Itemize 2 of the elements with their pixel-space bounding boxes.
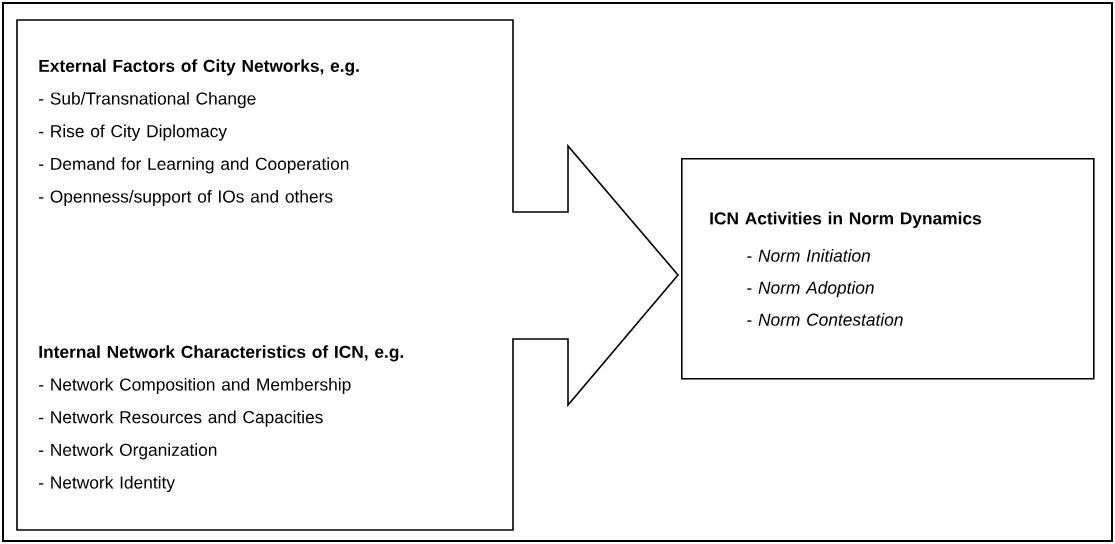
arrow-shaped-box: External Factors of City Networks, e.g. - Sub/Transnational Change - Rise of City Diplomacy - Demand for Learning and Cooperation - Openness/support of IOs and others Internal Network Characteristics of ICN, e.g. - Network Composition and Membership - Network Resources and Capacities - Network Organization - Network Identity: [16, 19, 680, 531]
result-box: ICN Activities in Norm Dynamics - Norm Initiation - Norm Adoption - Norm Contestation: [681, 158, 1095, 380]
